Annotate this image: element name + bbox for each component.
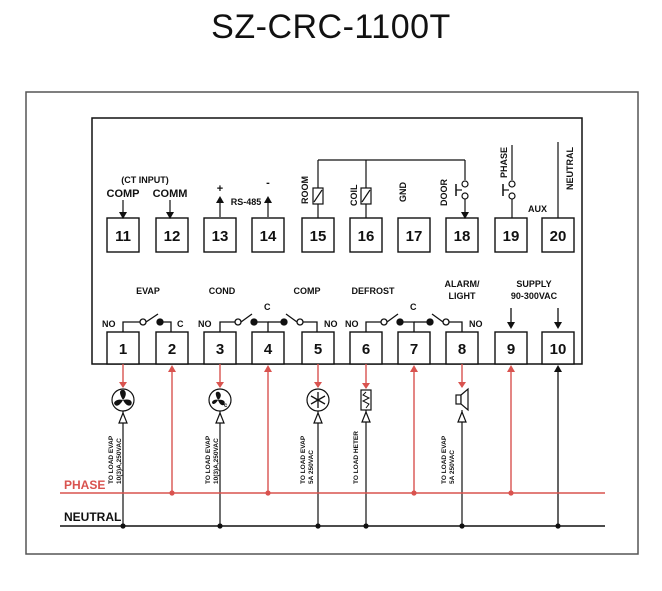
terminal-13: 13 (203, 217, 237, 253)
no-label-1: NO (102, 319, 116, 329)
door-label: DOOR (439, 178, 449, 206)
load-label-5b: 5A 250VAC (308, 450, 315, 484)
load-label-1a: TO LOAD EVAP (108, 435, 115, 484)
aux-phase-label: PHASE (499, 147, 509, 178)
comp-input-label: COMP (107, 188, 140, 200)
evap-label: EVAP (136, 286, 160, 296)
load-label-6a: TO LOAD HETER (353, 431, 360, 484)
terminal-number: 16 (358, 228, 375, 245)
no-label-8: NO (469, 319, 483, 329)
load-label-3b: 10(3)A,250VAC (213, 438, 220, 484)
evap-fan-icon (111, 388, 135, 412)
no-label-6: NO (345, 319, 359, 329)
terminal-11: 11 (106, 217, 140, 253)
phase-bus-label: PHASE (64, 478, 105, 492)
terminal-number: 11 (115, 228, 131, 245)
c-label-7: C (410, 302, 417, 312)
terminal-number: 15 (310, 228, 327, 245)
relay-contacts (122, 308, 559, 332)
ct-input-label: (CT INPUT) (121, 175, 169, 185)
alarm-speaker-icon (455, 387, 469, 412)
terminal-number: 17 (406, 228, 423, 245)
terminal-15: 15 (301, 217, 335, 253)
cond-label: COND (209, 286, 236, 296)
top-terminal-row: 11 12 13 14 15 16 17 18 19 20 (106, 217, 575, 253)
c-label-4: C (264, 302, 271, 312)
terminal-number: 4 (264, 341, 273, 358)
diagram-title: SZ-CRC-1100T (211, 8, 451, 46)
terminal-19: 19 (494, 217, 528, 253)
terminal-4: 4 (251, 331, 285, 365)
terminal-number: 5 (314, 341, 322, 358)
terminal-20: 20 (541, 217, 575, 253)
neutral-bus-label: NEUTRAL (64, 510, 121, 524)
no-label-5: NO (324, 319, 338, 329)
bottom-terminal-row: 1 2 3 4 5 6 7 8 9 10 (106, 331, 575, 365)
terminal-1: 1 (106, 331, 140, 365)
no-label-3: NO (198, 319, 212, 329)
room-sensor-label: ROOM (300, 176, 310, 204)
terminal-number: 19 (503, 228, 520, 245)
terminal-7: 7 (397, 331, 431, 365)
terminal-number: 6 (362, 341, 370, 358)
load-label-8a: TO LOAD EVAP (441, 435, 448, 484)
controller-body (91, 117, 583, 365)
gnd-label: GND (398, 182, 408, 203)
rs485-minus: - (266, 177, 270, 189)
compressor-snowflake-icon (306, 388, 330, 412)
load-label-3a: TO LOAD EVAP (205, 435, 212, 484)
terminal-18: 18 (445, 217, 479, 253)
terminal-14: 14 (251, 217, 285, 253)
coil-sensor-label: COIL (349, 184, 359, 206)
outer-frame (25, 91, 639, 555)
comp-relay-label: COMP (294, 286, 321, 296)
terminal-3: 3 (203, 331, 237, 365)
alarm-label-2: LIGHT (449, 291, 476, 301)
terminal-10: 10 (541, 331, 575, 365)
terminal-number: 2 (168, 341, 176, 358)
terminal-number: 8 (458, 341, 466, 358)
terminal-number: 1 (119, 341, 127, 358)
terminal-number: 20 (550, 228, 567, 245)
terminal-number: 18 (454, 228, 471, 245)
terminal-number: 10 (550, 341, 567, 358)
rs485-label: RS-485 (231, 197, 262, 207)
terminal-number: 13 (212, 228, 229, 245)
terminal-number: 14 (260, 228, 277, 245)
alarm-label-1: ALARM/ (445, 279, 480, 289)
terminal-6: 6 (349, 331, 383, 365)
terminal-12: 12 (155, 217, 189, 253)
heater-icon (360, 389, 372, 411)
aux-label: AUX (528, 204, 547, 214)
terminal-2: 2 (155, 331, 189, 365)
terminal-9: 9 (494, 331, 528, 365)
supply-label-1: SUPPLY (516, 279, 551, 289)
terminal-8: 8 (445, 331, 479, 365)
c-label-2: C (177, 319, 184, 329)
terminal-17: 17 (397, 217, 431, 253)
terminal-number: 3 (216, 341, 224, 358)
load-wiring (118, 364, 562, 529)
terminal-16: 16 (349, 217, 383, 253)
supply-label-2: 90-300VAC (511, 291, 558, 301)
terminal-5: 5 (301, 331, 335, 365)
terminal-number: 12 (164, 228, 181, 245)
load-label-8b: 5A 250VAC (449, 450, 456, 484)
defrost-label: DEFROST (351, 286, 395, 296)
load-label-1b: 10(3)A,250VAC (116, 438, 123, 484)
terminal-number: 9 (507, 341, 515, 358)
aux-neutral-label: NEUTRAL (565, 147, 575, 190)
svg-text:c: c (224, 403, 228, 409)
load-label-5a: TO LOAD EVAP (300, 435, 307, 484)
terminal-number: 7 (410, 341, 418, 358)
rs485-plus: + (217, 183, 223, 195)
comm-input-label: COMM (153, 188, 188, 200)
cond-fan-icon: c (208, 388, 232, 412)
